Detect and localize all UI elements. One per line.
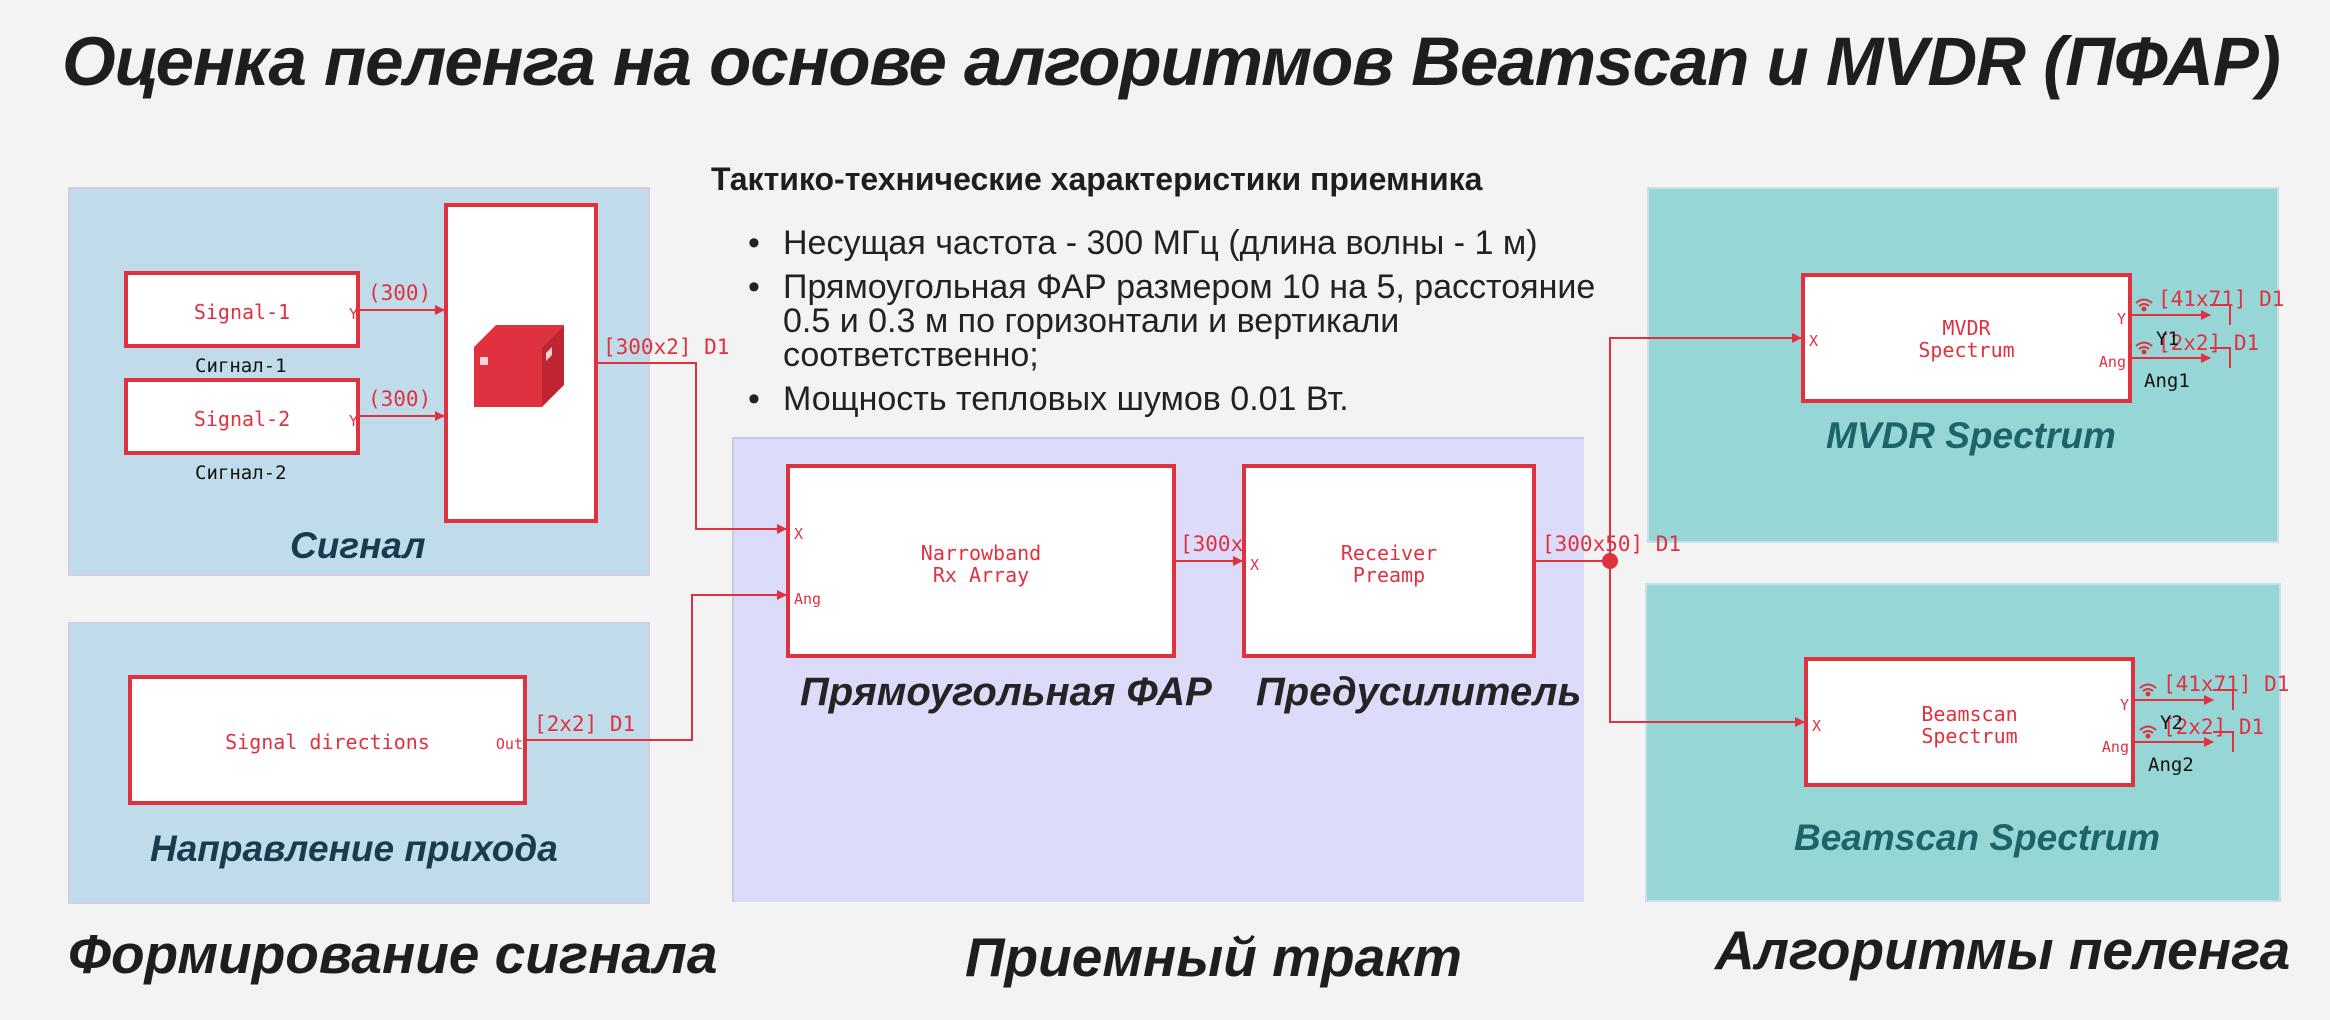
signal2-block[interactable]: Signal-2 Y (124, 378, 360, 455)
signal-label: [2x2] D1 (534, 712, 636, 736)
signal-label: [2x2] D1 (2158, 331, 2260, 355)
signal-label: [300x2] D1 (603, 335, 730, 359)
port-label: Out (495, 735, 523, 753)
area-beamscan-label: Beamscan Spectrum (1794, 817, 2161, 858)
port-label: Y (2119, 696, 2129, 714)
signal-label: [300x50] D1 (1542, 532, 1682, 556)
wire-to-beamscan (1609, 561, 1805, 727)
port-label: Ang (794, 590, 822, 608)
signal1-block[interactable]: Signal-1 Y (124, 271, 360, 348)
preamp-block[interactable]: Receiver Preamp X (1242, 464, 1536, 658)
signal-directions-label: Signal directions (225, 730, 430, 754)
mvdr-block[interactable]: MVDR Spectrum X Y Ang (1801, 273, 2132, 403)
wire-directions (527, 590, 787, 741)
signal1-label: Signal-1 (193, 300, 291, 324)
signal-label: [2x2] D1 (2163, 715, 2265, 739)
signal-directions-block[interactable]: Signal directions Out (128, 675, 527, 805)
specs-item: •Мощность тепловых шумов 0.01 Вт. (748, 380, 1349, 418)
rx-array-block[interactable]: Narrowband Rx Array X Ang (786, 464, 1176, 658)
preamp-label: Receiver Preamp (1340, 541, 1438, 587)
port-label: X (1812, 717, 1822, 735)
beamscan-block[interactable]: Beamscan Spectrum X Y Ang (1804, 657, 2135, 787)
port-label: Ang (2098, 353, 2126, 371)
port-label: X (1809, 332, 1819, 350)
signal2-caption: Сигнал-2 (195, 462, 287, 484)
port-label: Y (348, 305, 358, 323)
signal-label: [41x71] D1 (2163, 672, 2290, 696)
area-mvdr-label: MVDR Spectrum (1826, 415, 2116, 456)
page-title: Оценка пеленга на основе алгоритмов Beam… (62, 23, 2281, 100)
rx-array-label: Narrowband Rx Array (920, 541, 1042, 587)
area-signal-label: Сигнал (290, 525, 426, 566)
port-label: Y (348, 412, 358, 430)
output-ang2-label: Ang2 (2148, 754, 2194, 776)
branch-point (1602, 553, 1618, 569)
section-bearing-algorithms: Алгоритмы пеленга (1715, 919, 2291, 981)
area-array-label: Прямоугольная ФАР (800, 670, 1212, 714)
specs-item: •Прямоугольная ФАР размером 10 на 5, рас… (748, 268, 1596, 374)
area-preamp-label: Предусилитель (1256, 670, 1582, 714)
matrix-concatenate-icon (474, 325, 564, 407)
signal-label: [41x71] D1 (2158, 287, 2285, 311)
specs-item: •Несущая частота - 300 МГц (длина волны … (748, 224, 1538, 262)
output-y1-label: Y1 (2156, 328, 2179, 350)
wire-to-mvdr (1609, 333, 1802, 561)
beamscan-label: Beamscan Spectrum (1921, 702, 2018, 748)
area-direction-label: Направление прихода (150, 828, 558, 869)
output-y2-label: Y2 (2160, 712, 2183, 734)
specs-list: •Несущая частота - 300 МГц (длина волны … (740, 226, 1610, 426)
specs-title: Тактико-технические характеристики прием… (711, 161, 1483, 197)
port-label: Ang (2101, 738, 2129, 756)
wifi-icon (2135, 298, 2157, 739)
concatenate-block[interactable] (444, 203, 598, 523)
port-label: Y (2116, 310, 2126, 328)
signal2-label: Signal-2 (193, 407, 291, 431)
signal1-caption: Сигнал-1 (195, 355, 287, 377)
section-receive-path: Приемный тракт (965, 926, 1462, 988)
wire-concat (598, 362, 787, 534)
port-label: X (794, 525, 804, 543)
port-label: X (1250, 556, 1260, 574)
output-ang1-label: Ang1 (2144, 370, 2190, 392)
section-signal-formation: Формирование сигнала (68, 923, 718, 985)
mvdr-label: MVDR Spectrum (1918, 316, 2015, 362)
